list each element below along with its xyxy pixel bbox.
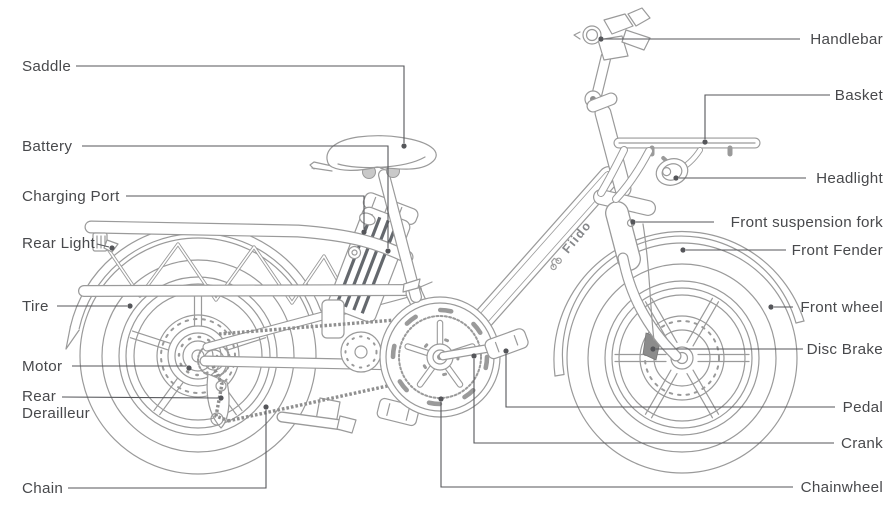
- label-front-wheel: Front wheel: [800, 299, 883, 316]
- label-crank: Crank: [841, 435, 883, 452]
- label-handlebar: Handlebar: [810, 31, 883, 48]
- label-headlight: Headlight: [816, 170, 883, 187]
- label-rear-derailleur-line1: Rear: [22, 388, 56, 405]
- saddle-drawing: [309, 135, 437, 179]
- label-basket: Basket: [835, 87, 884, 104]
- leader-rear-light: [96, 243, 110, 248]
- label-saddle: Saddle: [22, 58, 71, 75]
- rear-light-drawing: [92, 232, 119, 253]
- leader-rear-derailleur: [61, 396, 219, 399]
- kickstand-drawing: [282, 397, 357, 434]
- label-chainwheel: Chainwheel: [801, 479, 883, 496]
- label-front-suspension-fork: Front suspension fork: [731, 214, 883, 231]
- label-motor: Motor: [22, 358, 62, 375]
- handlebar-drawing: [573, 7, 651, 107]
- leader-chain: [68, 410, 267, 489]
- crank-pedal-drawing: [443, 328, 529, 360]
- label-front-fender: Front Fender: [792, 242, 883, 259]
- seatpost-drawing: [384, 175, 433, 297]
- leader-battery: [82, 145, 389, 248]
- label-disc-brake: Disc Brake: [807, 341, 883, 358]
- fiido-bike-icon: [550, 257, 562, 271]
- label-charging-port: Charging Port: [22, 188, 120, 205]
- frame-drawing: [340, 113, 623, 373]
- leader-chainwheel: [440, 402, 793, 488]
- chain-drawing: [211, 315, 434, 423]
- labels-left: Saddle Battery Charging Port Rear Light …: [22, 58, 120, 497]
- label-tire: Tire: [22, 298, 49, 315]
- label-pedal: Pedal: [843, 399, 883, 416]
- headlight-drawing: [655, 156, 689, 186]
- labels-right: Handlebar Basket Headlight Front suspens…: [731, 31, 884, 496]
- leader-charging-port: [126, 195, 365, 229]
- leader-basket: [704, 94, 830, 139]
- front-fork-drawing: [601, 197, 676, 356]
- label-rear-derailleur-line2: Derailleur: [22, 405, 90, 422]
- label-rear-light: Rear Light: [22, 235, 96, 252]
- basket-drawing: [601, 143, 755, 199]
- controller-box-drawing: [321, 299, 345, 339]
- leader-crank: [473, 359, 834, 444]
- leader-pedal: [505, 354, 835, 408]
- rear-wheel-drawing: [79, 237, 317, 475]
- leader-lines: [57, 38, 835, 489]
- label-chain: Chain: [22, 480, 63, 497]
- label-battery: Battery: [22, 138, 72, 155]
- front-fender-drawing: [553, 231, 805, 377]
- leader-saddle: [76, 65, 405, 143]
- leader-dots: [109, 36, 774, 410]
- front-wheel-drawing: [566, 242, 798, 474]
